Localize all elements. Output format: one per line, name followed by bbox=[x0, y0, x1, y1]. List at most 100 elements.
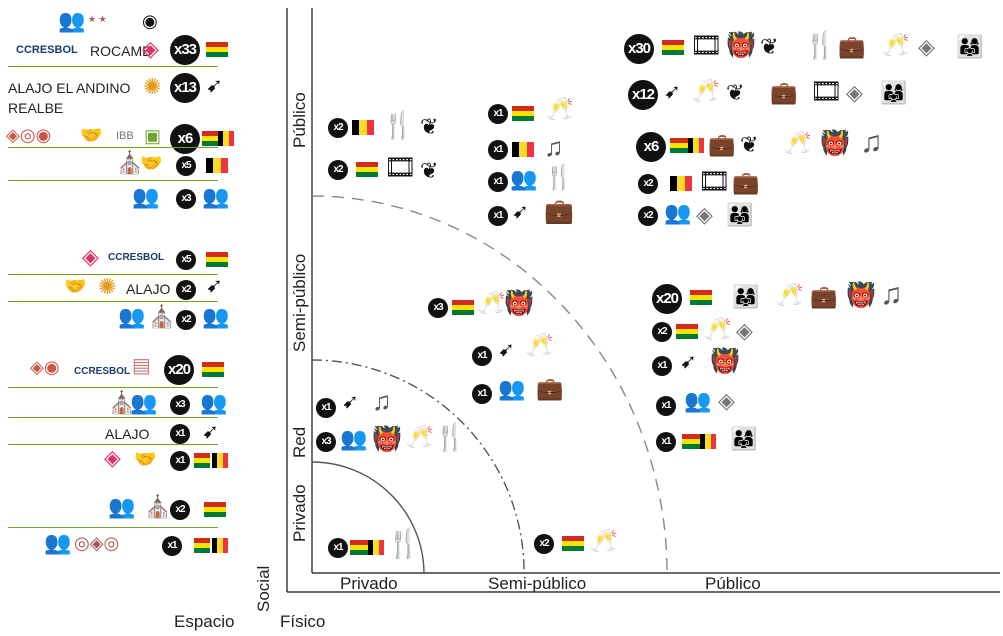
handshake-icon: 🤝 bbox=[64, 276, 87, 296]
badge-sp-pub-1: x1 bbox=[488, 104, 508, 124]
bolivia-flag bbox=[562, 536, 584, 551]
handshake-icon: 🤝 bbox=[140, 153, 163, 173]
cheers-icon: 🥂 bbox=[704, 316, 732, 341]
legend-alajo: ALAJO bbox=[126, 281, 171, 297]
devil-mask-icon: 👹 bbox=[372, 426, 402, 453]
music-icon: ♫ bbox=[860, 126, 883, 159]
film-icon: 🎞 bbox=[810, 76, 844, 106]
people-icon: 👥 bbox=[200, 390, 228, 415]
corner-label-fisico: Físico bbox=[280, 612, 326, 631]
doc-logo-icon: ▤ bbox=[132, 355, 151, 377]
group-icon: 👨‍👩‍👧 bbox=[730, 426, 758, 451]
legend-alajo-2: ALAJO bbox=[105, 426, 150, 442]
badge-sp-sp-3: x1 bbox=[472, 384, 492, 404]
bolivia-flag bbox=[206, 252, 228, 267]
bolivia-flag bbox=[202, 131, 218, 146]
belgium-flag bbox=[352, 120, 374, 135]
y-label-red: Red bbox=[290, 426, 309, 458]
ccresbol-logo: CCRESBOL bbox=[108, 252, 165, 263]
legend-badge-13: x2 bbox=[170, 500, 190, 520]
americas-icon: ➹ bbox=[202, 421, 219, 443]
church-icon: ⛪ bbox=[148, 304, 176, 329]
sun-logo-icon: ✺ bbox=[143, 74, 162, 99]
people-icon: 👥 bbox=[58, 8, 86, 33]
legend-row-13 bbox=[0, 527, 240, 559]
badge-pub-sp-5: x1 bbox=[656, 432, 676, 452]
bolivia-flag bbox=[194, 538, 210, 553]
eye-logo-icon: ◉ bbox=[142, 11, 158, 31]
film-icon: 🎞 bbox=[690, 30, 724, 60]
belgium-flag bbox=[688, 138, 704, 153]
bolivia-flag bbox=[512, 106, 534, 121]
bolivia-flag bbox=[662, 40, 684, 55]
badge-pub-sp-4: x1 bbox=[656, 396, 676, 416]
legend-badge-4: x5 bbox=[176, 156, 196, 176]
y-label-publico: Público bbox=[290, 92, 309, 148]
logos-strip-icon: ◎◈◎ bbox=[74, 533, 120, 553]
people-icon: 👥 bbox=[498, 376, 526, 401]
ccresbol-logo: CCRESBOL bbox=[16, 44, 78, 56]
arc-red bbox=[311, 359, 525, 574]
handshake-icon: 🤝 bbox=[80, 125, 103, 145]
church-icon: ⛪ bbox=[116, 150, 144, 175]
briefcase-icon: 💼 bbox=[708, 132, 736, 157]
legend-badge-5: x3 bbox=[176, 189, 196, 209]
legend-row-7 bbox=[0, 301, 240, 333]
cheers-icon: 🥂 bbox=[692, 78, 720, 103]
badge-pp-4: x2 bbox=[638, 174, 658, 194]
film-icon: 🎞 bbox=[384, 152, 418, 182]
americas-icon: ➹ bbox=[206, 75, 223, 97]
briefcase-icon: 💼 bbox=[544, 198, 574, 225]
x-label-semipublico: Semi-público bbox=[488, 574, 587, 593]
logos-strip-icon: ◈◉ bbox=[30, 357, 60, 377]
music-icon: ♫ bbox=[880, 278, 903, 311]
belgium-flag bbox=[700, 434, 716, 449]
legend-row-3 bbox=[0, 147, 240, 179]
diamond-pattern-icon: ◈ bbox=[846, 80, 863, 105]
people-icon: 👥 bbox=[510, 166, 538, 191]
belgium-flag bbox=[670, 176, 692, 191]
devil-mask-icon: 👹 bbox=[820, 130, 850, 157]
legend-row-10 bbox=[0, 417, 240, 449]
diamond-logo-icon: ◈ bbox=[104, 445, 121, 470]
fork-icon: 🍴 bbox=[544, 164, 574, 191]
legend-row-1 bbox=[0, 66, 240, 98]
cheers-icon: 🥂 bbox=[882, 32, 910, 57]
x-label-privado: Privado bbox=[340, 574, 398, 593]
sun-logo-icon: ✺ bbox=[98, 274, 117, 299]
fork-icon: 🍴 bbox=[434, 422, 467, 452]
ccresbol-logo: CCRESBOL bbox=[74, 366, 131, 377]
belgium-flag bbox=[206, 158, 228, 173]
film-icon: 🎞 bbox=[698, 166, 732, 196]
cheers-icon: 🥂 bbox=[590, 528, 618, 553]
bolivia-flag bbox=[356, 162, 378, 177]
cheers-icon: 🥂 bbox=[406, 424, 434, 449]
corner-label-social: Social bbox=[254, 565, 273, 612]
fork-icon: 🍴 bbox=[382, 110, 415, 140]
americas-icon: ➹ bbox=[680, 351, 697, 373]
legend-badge-14: x1 bbox=[162, 536, 182, 556]
badge-pp-3: x6 bbox=[636, 132, 666, 162]
bolivia-flag bbox=[350, 540, 368, 555]
people-icon: 👥 bbox=[44, 530, 72, 555]
diamond-logo-icon: ◈ bbox=[82, 244, 99, 269]
legend-row-4 bbox=[0, 180, 240, 212]
church-icon: ⛪ bbox=[144, 494, 172, 519]
group-icon: 👨‍👩‍👧 bbox=[956, 34, 984, 59]
bolivia-flag bbox=[676, 324, 698, 339]
americas-icon: ➹ bbox=[664, 81, 681, 103]
americas-icon: ➹ bbox=[512, 201, 529, 223]
group-icon: 👨‍👩‍👧 bbox=[732, 284, 760, 309]
bolivia-flag bbox=[204, 502, 226, 517]
belgium-flag bbox=[212, 453, 228, 468]
briefcase-icon: 💼 bbox=[732, 170, 760, 195]
bolivia-flag bbox=[670, 138, 688, 153]
people-icon: 👥 bbox=[130, 390, 158, 415]
legend-badge-10: x3 bbox=[170, 395, 190, 415]
briefcase-icon: 💼 bbox=[770, 80, 798, 105]
badge-sp-sp-2: x1 bbox=[472, 346, 492, 366]
briefcase-icon: 💼 bbox=[536, 376, 564, 401]
badge-pub-sp-3: x1 bbox=[652, 356, 672, 376]
badge-pp-2: x12 bbox=[628, 80, 658, 110]
